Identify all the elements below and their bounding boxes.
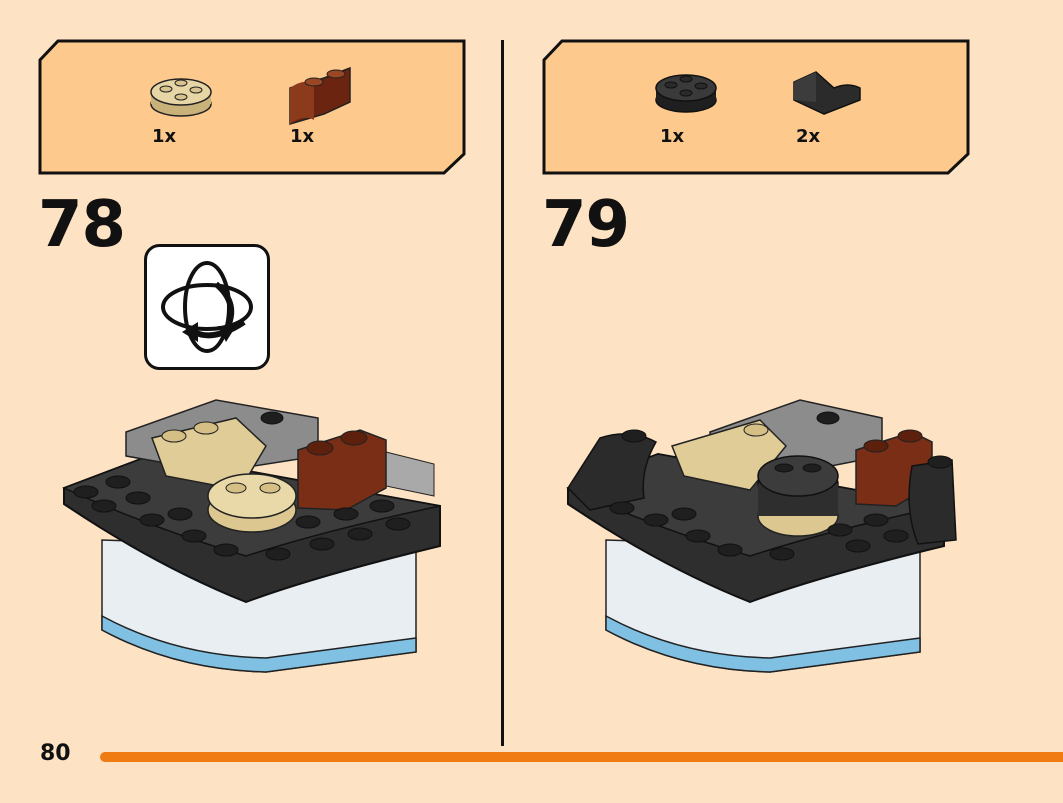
part-quantity: 1x	[290, 126, 315, 147]
build-illustration-79	[560, 380, 960, 680]
page-progress-bar	[100, 752, 1063, 762]
part-quantity: 1x	[152, 126, 177, 147]
step-number: 78	[38, 188, 126, 262]
build-illustration-78	[56, 380, 456, 680]
parts-callout: 1x 1x	[36, 38, 468, 176]
page-number: 80	[40, 741, 71, 766]
reddish-brown-brick-1x2-rounded-icon	[289, 66, 351, 126]
step-78-panel: 1x 1x 78	[0, 0, 500, 760]
black-round-plate-2x2-icon	[655, 74, 717, 113]
assembly-model-image	[62, 399, 441, 673]
assembly-model-image	[566, 399, 957, 673]
part-tan-round-plate: 1x	[144, 38, 234, 148]
part-black-slope: 2x	[786, 38, 876, 148]
tan-round-plate-2x2-icon	[150, 78, 212, 117]
step-number: 79	[542, 188, 630, 262]
step-divider	[501, 40, 504, 746]
rotate-model-callout	[144, 244, 270, 370]
parts-callout-frame	[542, 39, 970, 175]
part-quantity: 2x	[796, 126, 821, 147]
part-black-round-plate: 1x	[648, 38, 738, 148]
rotate-model-icon	[144, 244, 270, 370]
parts-callout: 1x 2x	[540, 38, 972, 176]
black-slope-curved-1x2-icon	[793, 71, 861, 115]
part-brown-brick: 1x	[284, 38, 374, 148]
parts-callout-frame	[38, 39, 466, 175]
part-quantity: 1x	[660, 126, 685, 147]
step-79-panel: 1x 2x 79	[504, 0, 1004, 760]
